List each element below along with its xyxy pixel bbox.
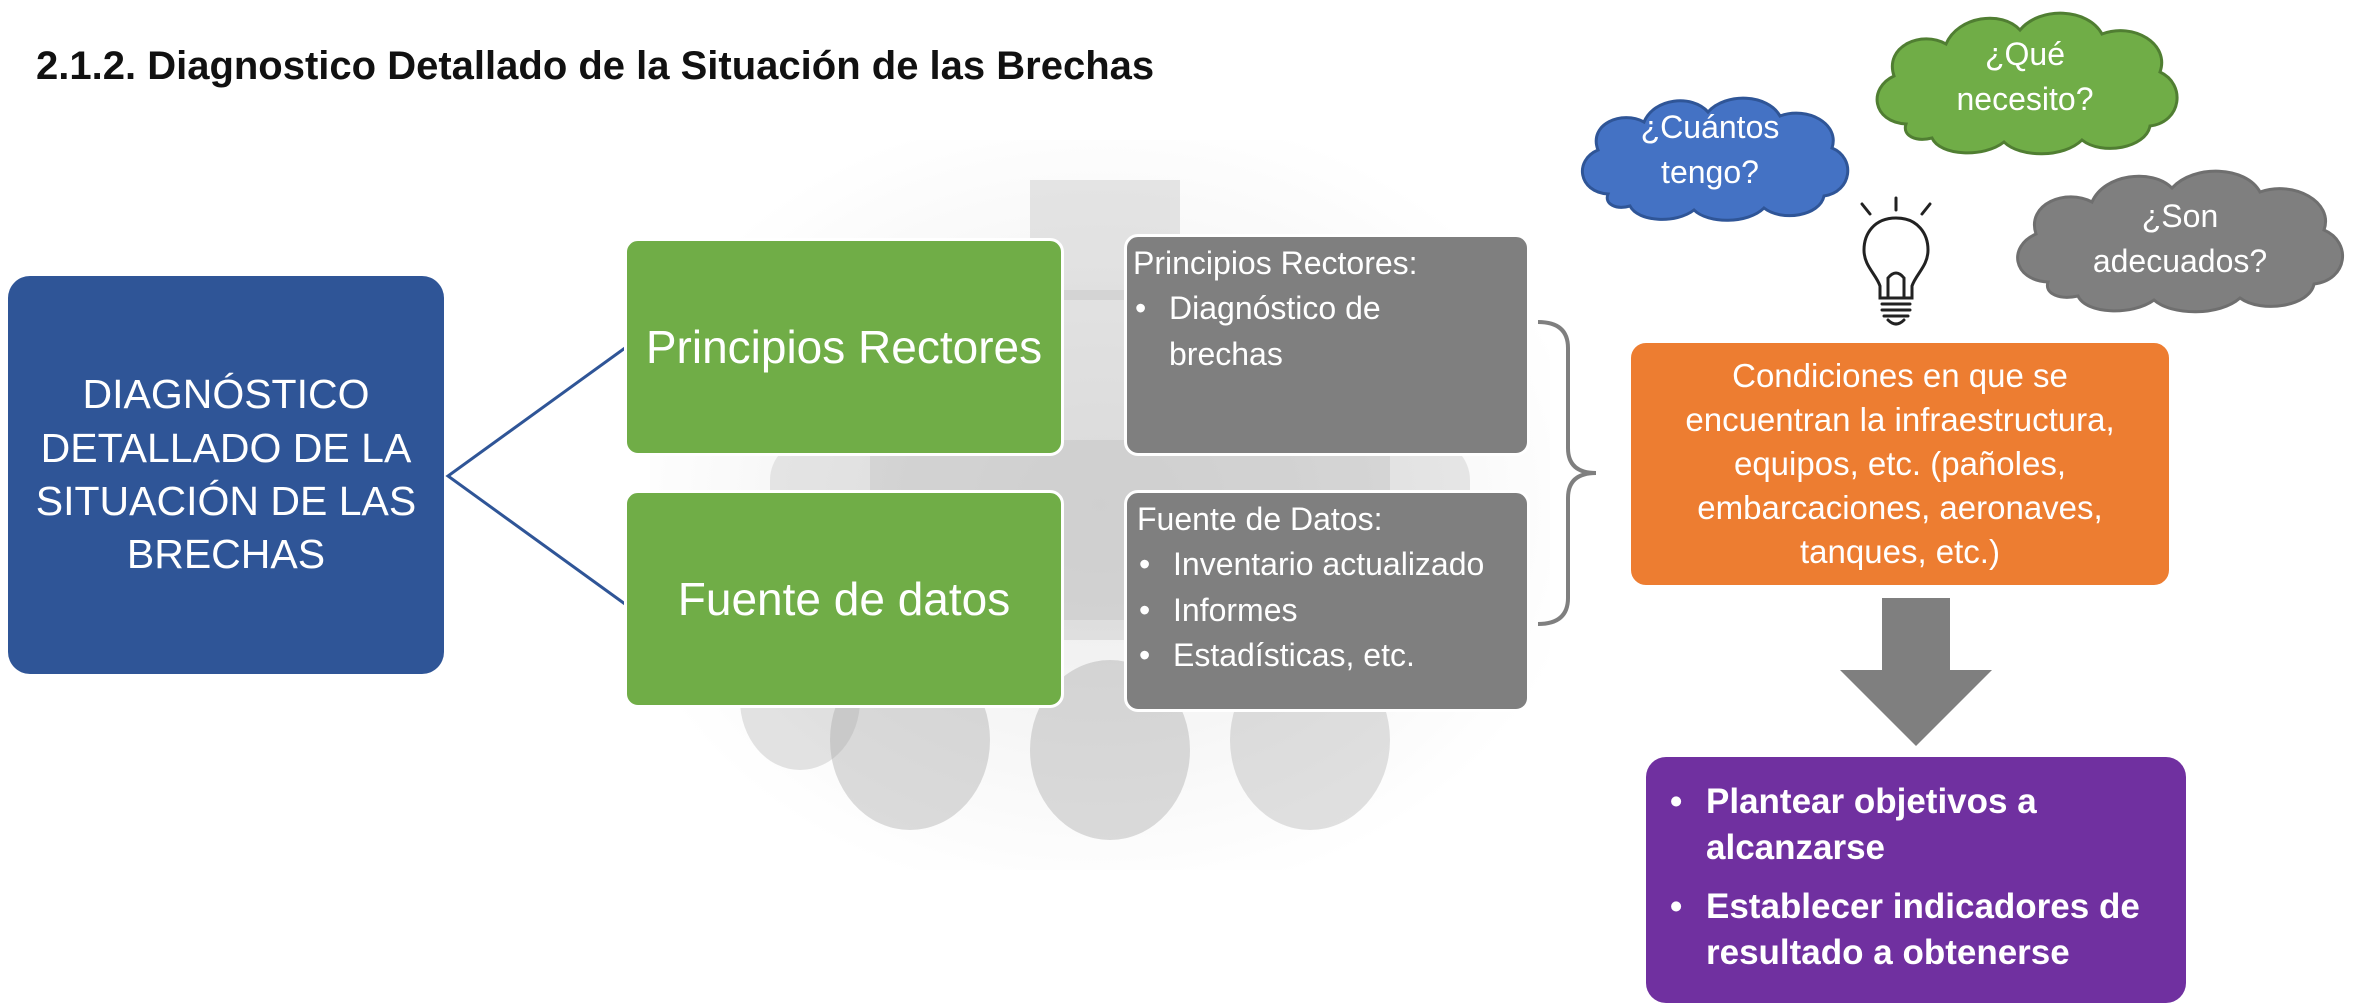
cloud-line: ¿Qué — [1984, 36, 2065, 73]
main-box-line: DETALLADO DE LA — [40, 424, 412, 471]
principios-rectores-label: Principios Rectores — [645, 321, 1043, 373]
detail-item: Inventario actualizado — [1139, 542, 1521, 588]
conditions-line: embarcaciones, aeronaves, — [1697, 488, 2103, 526]
conditions-line: equipos, etc. (pañoles, — [1733, 445, 2067, 483]
conditions-box: Condiciones en que se encuentran la infr… — [1628, 340, 2172, 588]
curly-brace — [1537, 320, 1597, 626]
main-box-line: DIAGNÓSTICO — [82, 371, 370, 418]
cloud-line: ¿Son — [2141, 198, 2219, 235]
detail-item: Informes — [1139, 588, 1521, 634]
cloud-line: necesito? — [1956, 81, 2094, 117]
detail-heading: Fuente de Datos: — [1137, 501, 1383, 537]
lightbulb-icon — [1860, 196, 1932, 326]
fuente-de-datos-detail-box: Fuente de Datos: Inventario actualizado … — [1124, 490, 1530, 712]
conditions-line: encuentran la infraestructura, — [1685, 401, 2115, 439]
conditions-line: Condiciones en que se — [1732, 357, 2068, 395]
objectives-box: Plantear objetivos a alcanzarse Establec… — [1646, 757, 2186, 1003]
down-arrow-icon — [1840, 598, 1992, 746]
page-title: 2.1.2. Diagnostico Detallado de la Situa… — [36, 44, 1155, 88]
objective-item: Establecer indicadores de resultado a ob… — [1670, 884, 2170, 975]
connector-lines — [445, 346, 626, 606]
conditions-line: tanques, etc.) — [1800, 532, 2000, 570]
cloud-line: ¿Cuántos — [1640, 109, 1780, 146]
cloud-gray — [2016, 169, 2345, 314]
detail-item: Estadísticas, etc. — [1139, 633, 1521, 679]
principios-rectores-detail-box: Principios Rectores: Diagnóstico de brec… — [1124, 234, 1530, 456]
cloud-green-text: ¿Qué necesito? — [1900, 22, 2150, 132]
main-box-line: SITUACIÓN DE LAS — [35, 478, 417, 524]
cloud-blue — [1581, 96, 1850, 222]
main-box-line: BRECHAS — [126, 531, 326, 578]
detail-heading: Principios Rectores: — [1133, 245, 1418, 281]
cloud-line: tengo? — [1661, 154, 1759, 190]
fuente-de-datos-box: Fuente de datos — [624, 490, 1064, 708]
cloud-blue-text: ¿Cuántos tengo? — [1600, 100, 1820, 200]
cloud-line: adecuados? — [2092, 243, 2268, 279]
principios-rectores-box: Principios Rectores — [624, 238, 1064, 456]
main-diagnosis-box: DIAGNÓSTICO DETALLADO DE LA SITUACIÓN DE… — [8, 276, 444, 674]
detail-item: Diagnóstico de brechas — [1135, 286, 1521, 377]
objective-item: Plantear objetivos a alcanzarse — [1670, 779, 2170, 870]
cloud-gray-text: ¿Son adecuados? — [2050, 184, 2310, 294]
fuente-de-datos-label: Fuente de datos — [677, 573, 1011, 625]
cloud-green — [1875, 11, 2179, 156]
